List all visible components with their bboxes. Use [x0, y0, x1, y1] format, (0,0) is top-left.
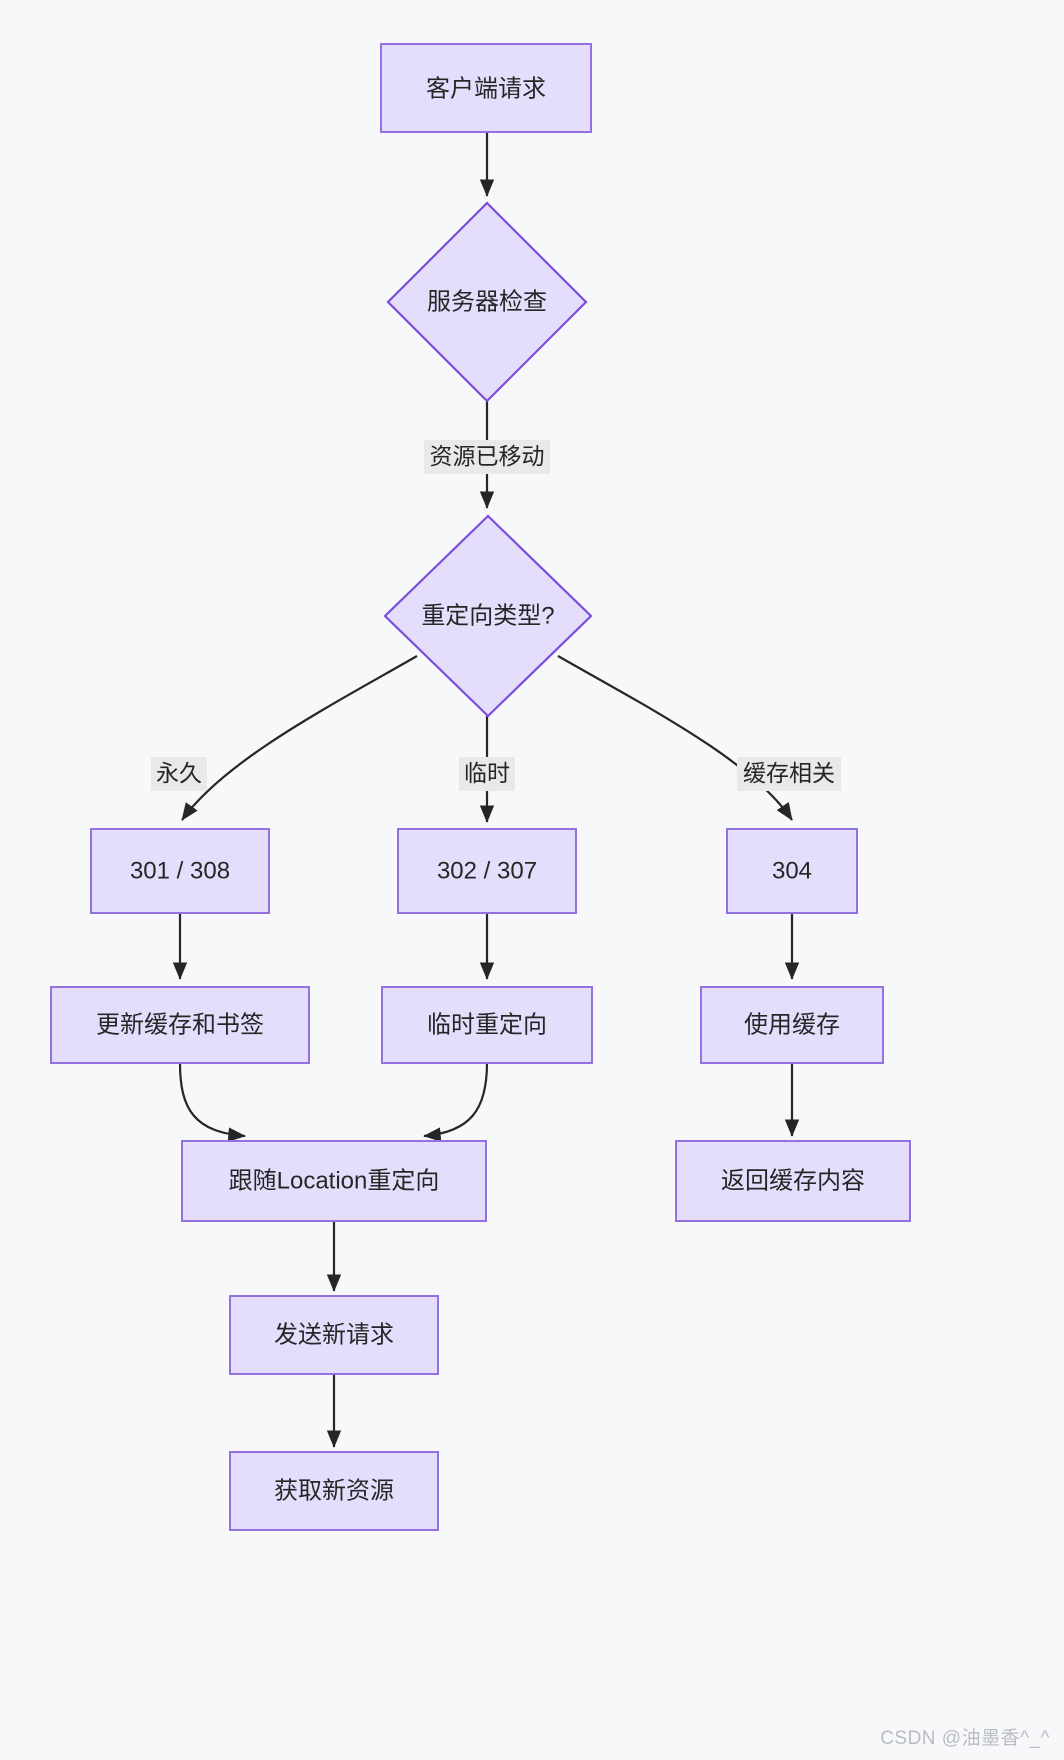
node-label-temp-redirect: 临时重定向	[427, 1011, 547, 1038]
edge-temp-redirect-to-follow-location	[423, 1062, 489, 1142]
node-layer: 客户端请求 服务器检查 重定向类型? 301 / 308 302 / 307 3	[50, 43, 911, 1531]
edge-label-layer: 资源已移动 永久 临时 缓存相关	[151, 440, 841, 791]
node-use-cache[interactable]: 使用缓存	[700, 986, 884, 1064]
node-send-new-request[interactable]: 发送新请求	[229, 1295, 439, 1375]
edge-label-permanent: 永久	[151, 757, 207, 791]
node-label-code-301-308: 301 / 308	[130, 857, 230, 884]
node-label-update-cache: 更新缓存和书签	[96, 1011, 264, 1038]
node-label-client-request: 客户端请求	[426, 75, 546, 102]
node-server-check[interactable]: 服务器检查	[386, 201, 588, 403]
edge-label-text-temporary: 临时	[464, 760, 510, 786]
edge-label-text-permanent: 永久	[156, 760, 202, 786]
node-update-cache[interactable]: 更新缓存和书签	[50, 986, 310, 1064]
edge-redirect-type-to-301-308	[181, 655, 418, 821]
edge-label-temporary: 临时	[459, 757, 515, 791]
node-temp-redirect[interactable]: 临时重定向	[381, 986, 593, 1064]
node-label-server-check: 服务器检查	[427, 288, 547, 315]
csdn-watermark: CSDN @油墨香^_^	[880, 1728, 1050, 1749]
edge-update-cache-to-follow-location	[178, 1062, 246, 1142]
edge-redirect-type-to-304	[557, 655, 793, 821]
node-label-send-new-request: 发送新请求	[274, 1321, 394, 1348]
edge-label-text-resource-moved: 资源已移动	[430, 443, 545, 469]
node-label-fetch-new: 获取新资源	[274, 1477, 394, 1504]
node-client-request[interactable]: 客户端请求	[380, 43, 592, 133]
node-label-follow-location: 跟随Location重定向	[229, 1167, 440, 1194]
node-code-301-308[interactable]: 301 / 308	[90, 828, 270, 914]
edge-label-text-cache-related: 缓存相关	[743, 760, 835, 786]
node-code-302-307[interactable]: 302 / 307	[397, 828, 577, 914]
node-return-cached[interactable]: 返回缓存内容	[675, 1140, 911, 1222]
edge-layer	[172, 132, 800, 1448]
node-follow-location[interactable]: 跟随Location重定向	[181, 1140, 487, 1222]
node-label-code-304: 304	[772, 857, 812, 884]
edge-label-cache-related: 缓存相关	[737, 757, 841, 791]
node-label-code-302-307: 302 / 307	[437, 857, 537, 884]
node-code-304[interactable]: 304	[726, 828, 858, 914]
node-label-use-cache: 使用缓存	[744, 1011, 840, 1038]
edge-label-resource-moved: 资源已移动	[424, 440, 550, 474]
node-redirect-type[interactable]: 重定向类型?	[383, 514, 593, 718]
node-label-return-cached: 返回缓存内容	[721, 1167, 865, 1194]
node-label-redirect-type: 重定向类型?	[421, 602, 554, 629]
node-fetch-new[interactable]: 获取新资源	[229, 1451, 439, 1531]
